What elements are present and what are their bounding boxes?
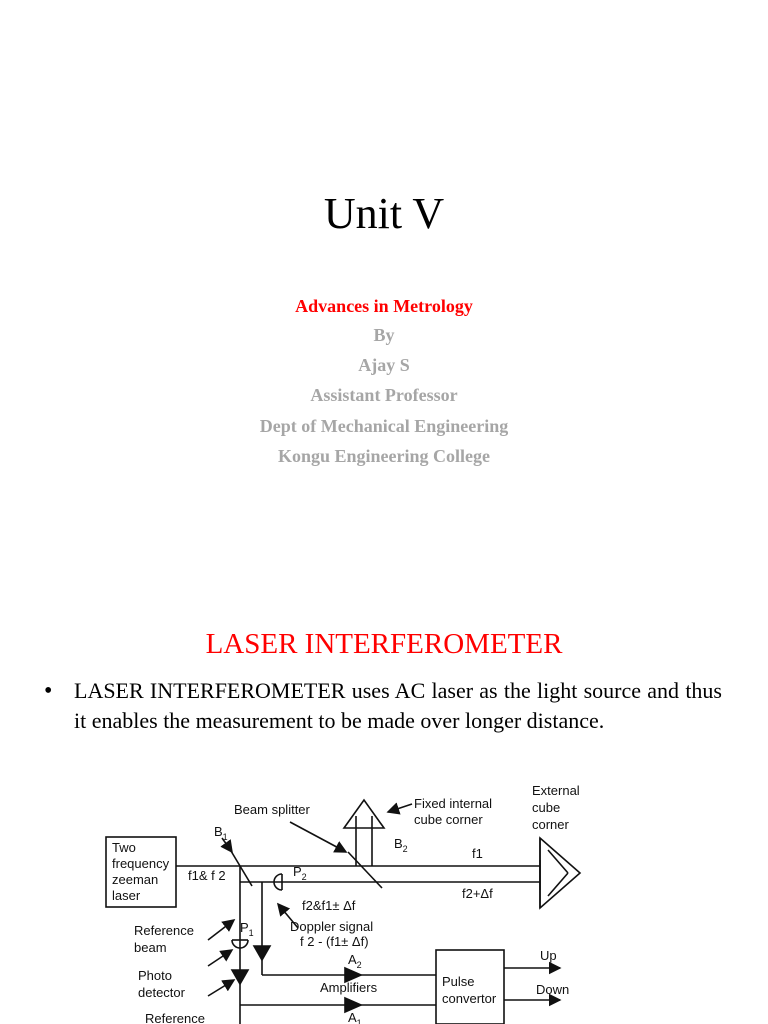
splitter-b2: [347, 851, 383, 889]
pulse-convertor-label-1: Pulse: [442, 974, 475, 989]
fixed-cube-label-1: Fixed internal: [414, 796, 492, 811]
department: Dept of Mechanical Engineering: [259, 416, 509, 436]
f1-label: f1: [472, 846, 483, 861]
pulse-convertor-label-2: convertor: [442, 991, 497, 1006]
fixed-cube-label-2: cube corner: [414, 812, 483, 827]
b2-label: B2: [394, 836, 408, 854]
doppler-detector: [252, 945, 272, 962]
amplifier-a2: [344, 966, 363, 984]
laser-label-3: zeeman: [112, 872, 158, 887]
external-cube-label-3: corner: [532, 817, 570, 832]
f2f1df-label: f2&f1± Δf: [302, 898, 356, 913]
bullet-paragraph: LASER INTERFEROMETER uses AC laser as th…: [74, 678, 722, 733]
beam-splitter-label: Beam splitter: [234, 802, 311, 817]
college: Kongu Engineering College: [277, 446, 490, 466]
subtitle: Advances in Metrology: [295, 296, 473, 316]
up-label: Up: [540, 948, 557, 963]
slide-heading: LASER INTERFEROMETER: [205, 628, 563, 660]
doppler-label-1: Doppler signal: [290, 919, 373, 934]
laser-box: [105, 836, 177, 908]
title-slide: Unit V Advances in Metrology By Ajay S A…: [259, 189, 509, 466]
a1-label: A1: [348, 1010, 362, 1024]
reference-beam-label-2: beam: [134, 940, 167, 955]
laser-label-2: frequency: [112, 856, 170, 871]
down-label: Down: [536, 982, 569, 997]
f2df-label: f2+Δf: [462, 886, 493, 901]
reference-detector: [230, 969, 250, 986]
slide-title: Unit V: [323, 189, 445, 238]
external-cube-corner: [539, 836, 582, 910]
external-cube-label-2: cube: [532, 800, 560, 815]
fixed-cube-corner: [342, 798, 386, 829]
content-slide: LASER INTERFEROMETER • LASER INTERFEROME…: [0, 600, 768, 1024]
doppler-label-2: f 2 - (f1± Δf): [300, 934, 369, 949]
external-cube-label-1: External: [532, 783, 580, 798]
laser-label-4: laser: [112, 888, 141, 903]
reference-beam-label-1: Reference: [134, 923, 194, 938]
p1-detector: [231, 939, 249, 949]
by-label: By: [373, 325, 395, 345]
author-name: Ajay S: [358, 355, 410, 375]
b1-label: B1: [214, 824, 228, 842]
author-position: Assistant Professor: [310, 385, 458, 405]
amplifiers-label: Amplifiers: [320, 980, 378, 995]
pulse-convertor-box: [435, 949, 505, 1024]
p1-label: P1: [240, 920, 254, 938]
bullet-marker: •: [44, 678, 53, 704]
f1f2-label: f1& f 2: [188, 868, 226, 883]
laser-label-1: Two: [112, 840, 136, 855]
p2-label: P2: [293, 864, 307, 882]
reference-label: Reference: [145, 1011, 205, 1024]
p2-detector: [273, 873, 283, 891]
photo-detector-label-2: detector: [138, 985, 186, 1000]
amplifier-a1: [344, 996, 363, 1014]
photo-detector-label-1: Photo: [138, 968, 172, 983]
a2-label: A2: [348, 952, 362, 970]
